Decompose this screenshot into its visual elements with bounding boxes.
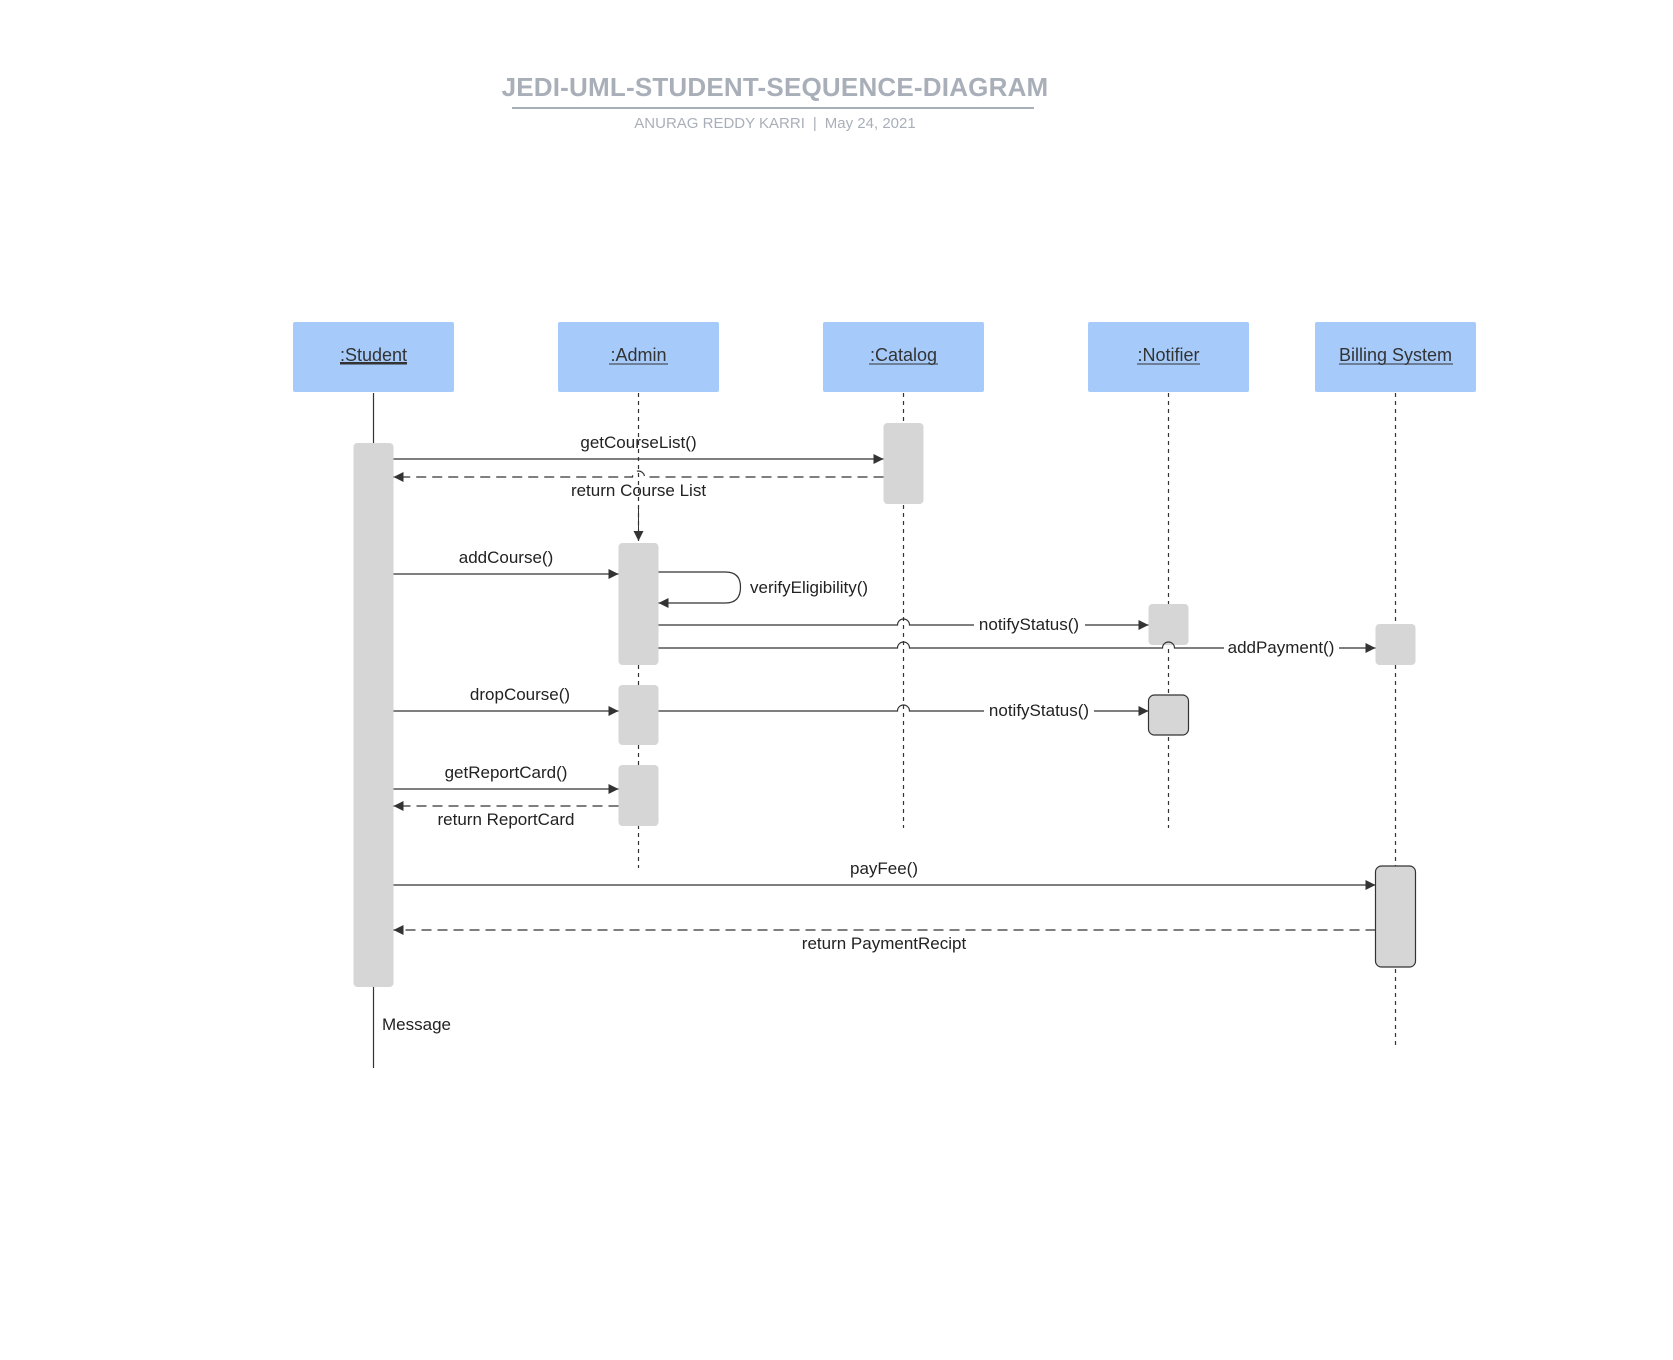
subtitle-separator: |	[812, 115, 817, 132]
message-addpayment[interactable]: addPayment()	[658, 638, 1376, 657]
activation-student	[353, 443, 394, 987]
activation-admin-report	[618, 765, 659, 826]
message-label: verifyEligibility()	[750, 578, 868, 597]
lifeline-header-student[interactable]: :Student	[293, 322, 454, 392]
message-label: getReportCard()	[445, 763, 568, 782]
message-addcourse[interactable]: addCourse()	[393, 548, 619, 579]
activation-notifier-1	[1148, 604, 1189, 645]
message-label: notifyStatus()	[989, 701, 1089, 720]
message-return-paymentrecipt[interactable]: return PaymentRecipt	[393, 925, 1376, 953]
lifeline-label-notifier: :Notifier	[1137, 345, 1199, 365]
message-notifystatus-2[interactable]: notifyStatus()	[658, 701, 1149, 720]
message-label: return Course List	[571, 481, 706, 500]
message-label: getCourseList()	[580, 433, 696, 452]
lifeline-label-catalog: :Catalog	[870, 345, 937, 365]
activation-notifier-2	[1147, 694, 1190, 736]
activation-admin-add	[618, 543, 659, 665]
title-underline	[512, 107, 1034, 109]
message-label: notifyStatus()	[979, 615, 1079, 634]
activation-billing-2	[1374, 865, 1417, 968]
activation-catalog	[883, 423, 924, 504]
message-label: payFee()	[850, 859, 918, 878]
lifeline-header-catalog[interactable]: :Catalog	[823, 322, 984, 392]
note-message: Message	[382, 1015, 451, 1034]
message-dropcourse[interactable]: dropCourse()	[393, 685, 619, 716]
lifeline-label-student: :Student	[340, 345, 407, 365]
message-label: return ReportCard	[437, 810, 574, 829]
lifeline-label-billing: Billing System	[1339, 345, 1452, 365]
message-getreportcard[interactable]: getReportCard()	[393, 763, 619, 794]
lifeline-header-admin[interactable]: :Admin	[558, 322, 719, 392]
message-label: addPayment()	[1228, 638, 1335, 657]
message-label: return PaymentRecipt	[802, 934, 967, 953]
message-getcourselist[interactable]: getCourseList()	[393, 433, 884, 464]
diagram-date: May 24, 2021	[824, 115, 916, 132]
message-verifyeligibility[interactable]: verifyEligibility()	[658, 571, 869, 608]
lifeline-header-billing[interactable]: Billing System	[1315, 322, 1476, 392]
message-return-reportcard[interactable]: return ReportCard	[393, 801, 619, 829]
lifeline-label-admin: :Admin	[610, 345, 666, 365]
diagram-title: JEDI-UML-STUDENT-SEQUENCE-DIAGRAM	[501, 72, 1049, 102]
message-return-course-list[interactable]: return Course List	[393, 470, 884, 500]
message-notifystatus-1[interactable]: notifyStatus()	[658, 615, 1149, 634]
author-name: ANURAG REDDY KARRI	[634, 115, 805, 132]
message-payfee[interactable]: payFee()	[393, 859, 1376, 890]
lifeline-header-notifier[interactable]: :Notifier	[1088, 322, 1249, 392]
diagram-subtitle: ANURAG REDDY KARRI | May 24, 2021	[500, 115, 1050, 132]
message-label: addCourse()	[459, 548, 554, 567]
message-label: dropCourse()	[470, 685, 570, 704]
activation-billing-1	[1375, 624, 1416, 665]
activation-admin-drop	[618, 685, 659, 745]
